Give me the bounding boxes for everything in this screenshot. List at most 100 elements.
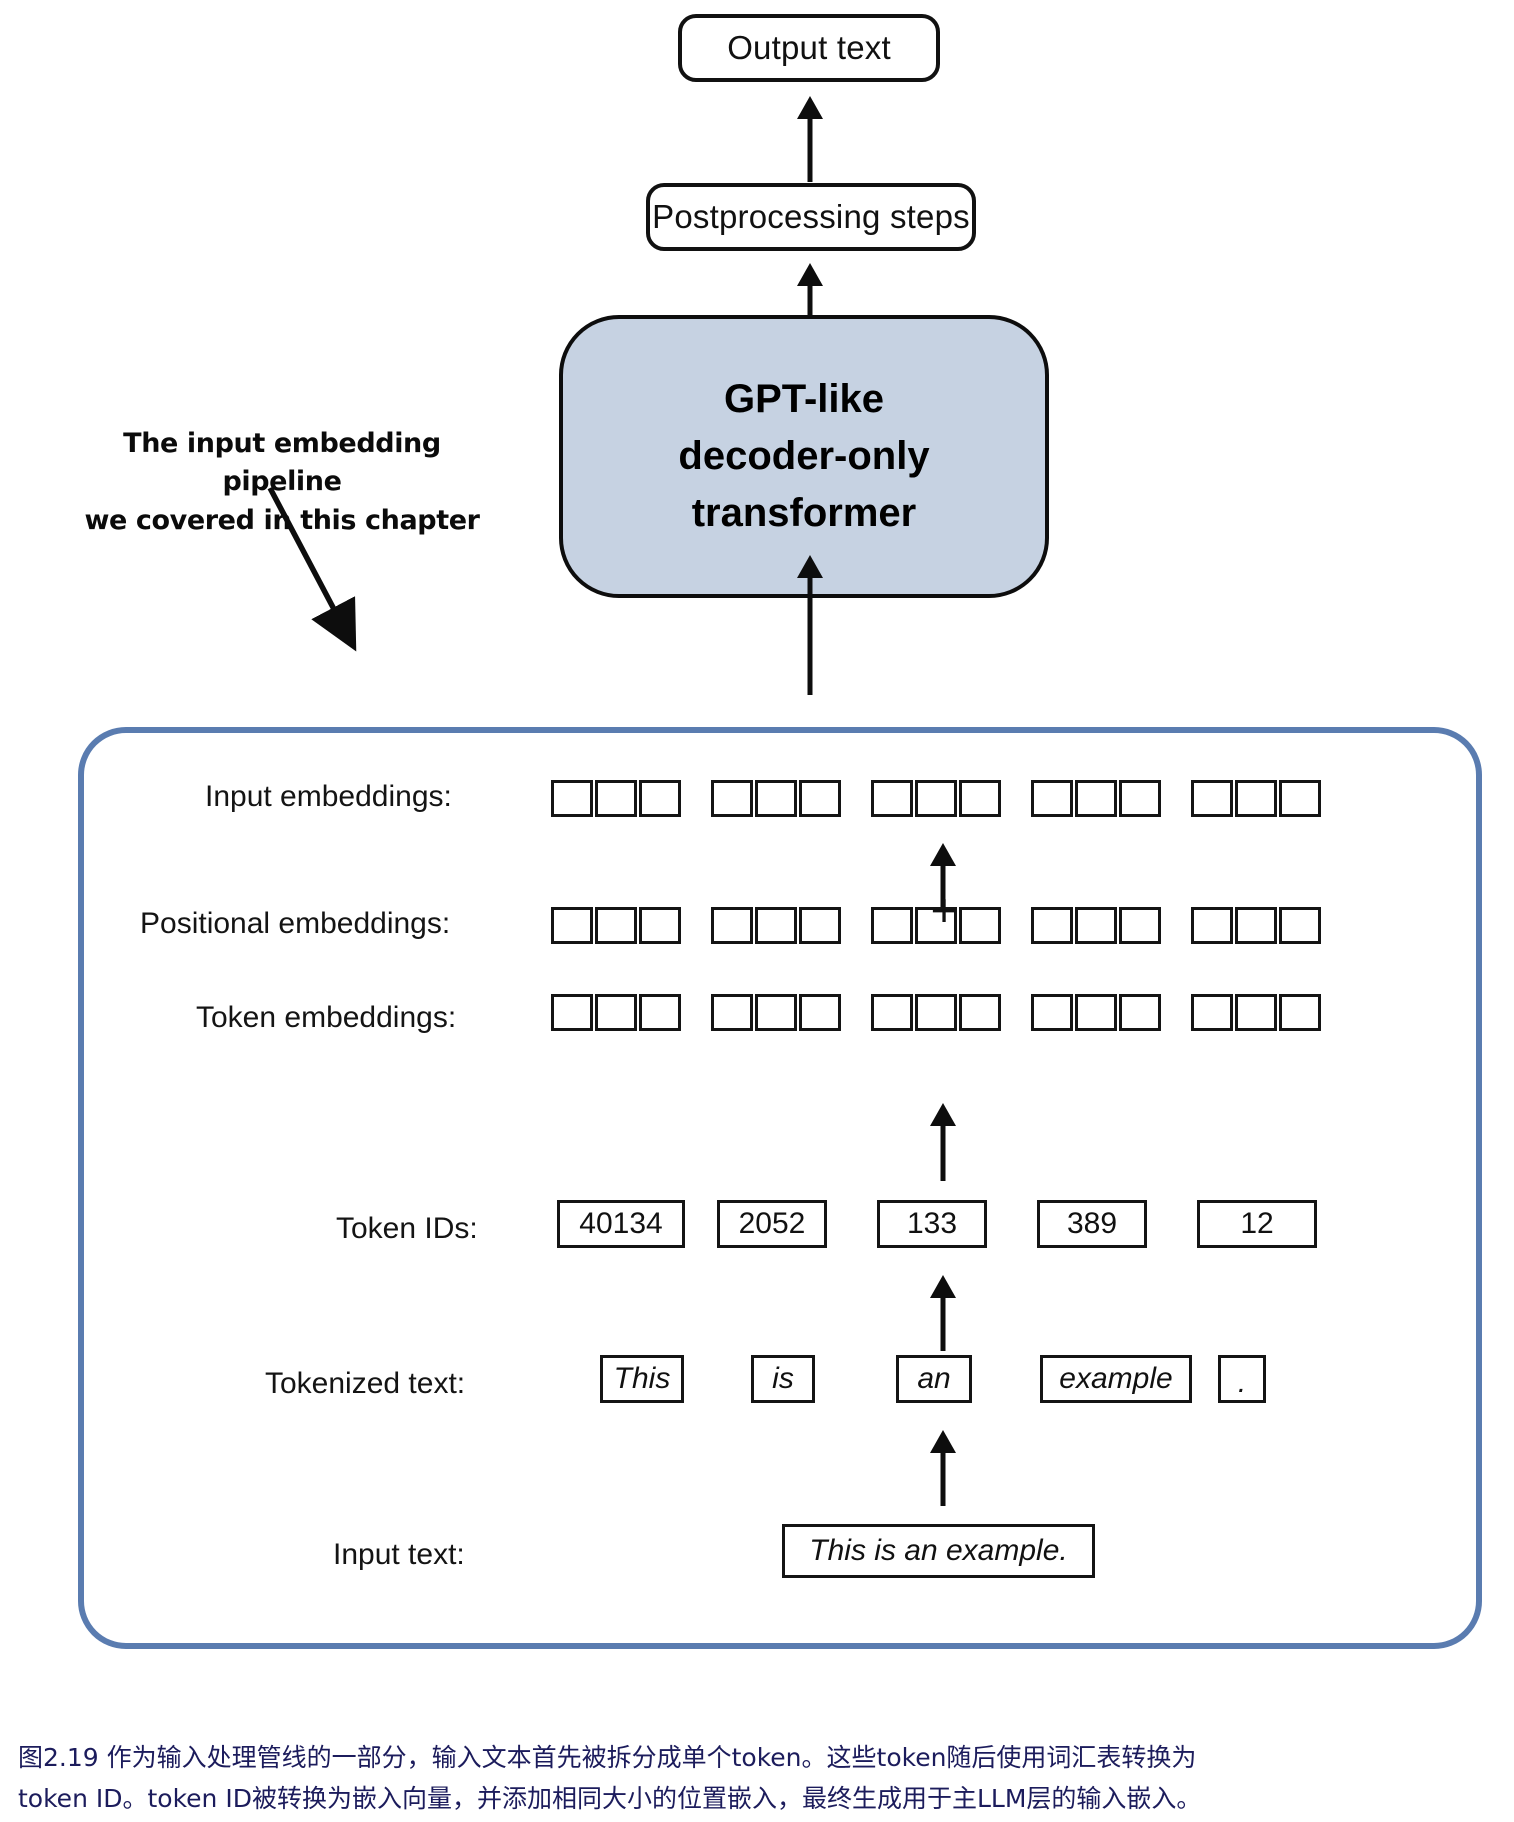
gpt-line-3: transformer [691, 490, 917, 535]
positional-embedding-group-5 [1191, 907, 1321, 944]
embedding-cell [1279, 907, 1321, 944]
embedding-cell [755, 907, 797, 944]
embedding-cell [1031, 780, 1073, 817]
postprocessing-steps-box: Postprocessing steps [646, 183, 976, 251]
embedding-cell [1235, 907, 1277, 944]
positional-embedding-group-4 [1031, 907, 1161, 944]
embedding-cell [551, 907, 593, 944]
input-text-box: This is an example. [782, 1524, 1095, 1578]
plus-symbol: + [930, 884, 958, 936]
embedding-cell [711, 994, 753, 1031]
token-id-value: 2052 [738, 1207, 806, 1240]
embedding-cell [1279, 994, 1321, 1031]
token-id-box-2: 2052 [717, 1200, 827, 1248]
embedding-cell [1119, 994, 1161, 1031]
token-id-box-5: 12 [1197, 1200, 1317, 1248]
embedding-cell [959, 780, 1001, 817]
token-id-value: 389 [1066, 1207, 1118, 1240]
row-label-positional-embeddings: Positional embeddings: [140, 907, 451, 940]
embedding-cell [551, 780, 593, 817]
input-embedding-group-5 [1191, 780, 1321, 817]
token-embedding-group-2 [711, 994, 841, 1031]
row-label-input-embeddings: Input embeddings: [205, 780, 452, 813]
embedding-cell [595, 907, 637, 944]
embedding-cell [755, 994, 797, 1031]
token-value: an [917, 1362, 951, 1395]
input-embedding-group-3 [871, 780, 1001, 817]
token-box-4: example [1040, 1355, 1192, 1403]
token-value: This [613, 1362, 671, 1395]
embedding-cell [799, 907, 841, 944]
embedding-cell [1075, 994, 1117, 1031]
input-embedding-group-1 [551, 780, 681, 817]
token-value: example [1059, 1362, 1173, 1395]
embedding-cell [1235, 994, 1277, 1031]
embedding-cell [595, 994, 637, 1031]
embedding-cell [595, 780, 637, 817]
gpt-line-1: GPT-like [723, 377, 885, 422]
row-label-token-ids: Token IDs: [336, 1212, 478, 1245]
annotation-pointer-arrow [267, 486, 357, 652]
caption-line-2: token ID。token ID被转换为嵌入向量，并添加相同大小的位置嵌入，最… [18, 1783, 1202, 1813]
embedding-cell [1191, 780, 1233, 817]
embedding-cell [1119, 780, 1161, 817]
positional-embedding-group-2 [711, 907, 841, 944]
embedding-cell [959, 994, 1001, 1031]
token-id-value: 133 [906, 1207, 958, 1240]
input-text-value: This is an example. [809, 1534, 1068, 1567]
embedding-cell [1031, 907, 1073, 944]
token-embedding-group-3 [871, 994, 1001, 1031]
embedding-cell [1075, 907, 1117, 944]
positional-embedding-group-3 [871, 907, 1001, 944]
row-label-token-embeddings: Token embeddings: [196, 1001, 457, 1034]
token-id-box-1: 40134 [557, 1200, 685, 1248]
row-label-input-text: Input text: [333, 1538, 465, 1571]
embedding-cell [799, 780, 841, 817]
embedding-cell [959, 907, 1001, 944]
token-embedding-group-4 [1031, 994, 1161, 1031]
embedding-cell [639, 780, 681, 817]
token-box-3: an [896, 1355, 972, 1403]
positional-embedding-group-1 [551, 907, 681, 944]
token-id-value: 40134 [579, 1207, 663, 1240]
token-id-box-3: 133 [877, 1200, 987, 1248]
input-embedding-pipeline-container [78, 727, 1482, 1649]
embedding-cell [915, 907, 957, 944]
embedding-cell [799, 994, 841, 1031]
input-embedding-group-4 [1031, 780, 1161, 817]
figure-caption: 图2.19 作为输入处理管线的一部分，输入文本首先被拆分成单个token。这些t… [18, 1738, 1504, 1819]
postprocessing-steps-label: Postprocessing steps [652, 198, 970, 235]
embedding-cell [915, 994, 957, 1031]
embedding-cell [1191, 994, 1233, 1031]
embedding-cell [639, 907, 681, 944]
embedding-cell [1075, 780, 1117, 817]
embedding-cell [1279, 780, 1321, 817]
output-text-box: Output text [678, 14, 940, 82]
gpt-line-2: decoder-only [678, 434, 930, 479]
token-id-box-4: 389 [1037, 1200, 1147, 1248]
token-value: is [772, 1362, 794, 1395]
embedding-cell [1119, 907, 1161, 944]
row-label-tokenized-text: Tokenized text: [265, 1367, 466, 1400]
annotation-line-1: The input embedding pipeline [123, 428, 441, 498]
embedding-cell [551, 994, 593, 1031]
embedding-cell [1235, 780, 1277, 817]
caption-line-1: 图2.19 作为输入处理管线的一部分，输入文本首先被拆分成单个token。这些t… [18, 1743, 1197, 1772]
output-text-label: Output text [727, 29, 891, 66]
input-embedding-group-2 [711, 780, 841, 817]
token-value: . [1237, 1366, 1247, 1399]
embedding-cell [871, 780, 913, 817]
token-embedding-group-1 [551, 994, 681, 1031]
gpt-transformer-block: GPT-like decoder-only transformer [559, 315, 1049, 598]
token-box-2: is [751, 1355, 815, 1403]
token-id-value: 12 [1240, 1207, 1274, 1240]
embedding-cell [915, 780, 957, 817]
embedding-cell [1031, 994, 1073, 1031]
embedding-cell [1191, 907, 1233, 944]
embedding-cell [711, 780, 753, 817]
embedding-cell [639, 994, 681, 1031]
embedding-cell [871, 907, 913, 944]
embedding-cell [755, 780, 797, 817]
token-box-5: . [1218, 1355, 1266, 1403]
